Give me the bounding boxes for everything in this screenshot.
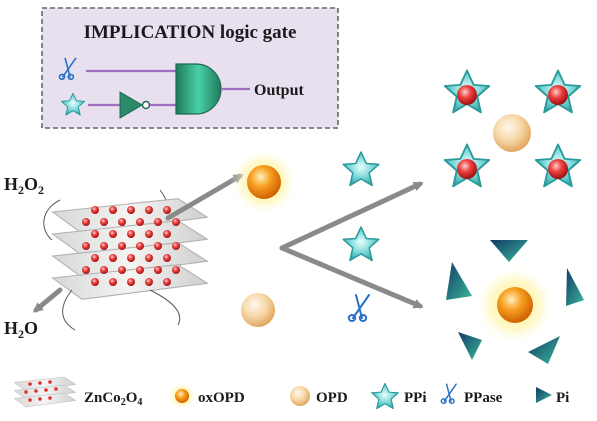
legend-red-bead [38,381,42,385]
star-icon [342,226,380,262]
legend-red-bead [28,398,32,402]
star-red-3 [443,143,491,188]
legend-opd-bead [290,386,310,406]
oxopd-bead [247,165,281,199]
red-bead [145,278,153,286]
opd-bead [493,114,531,152]
and-gate-icon [175,63,222,115]
opd-bead [241,293,275,327]
arrow-lower [279,245,424,309]
upper-product [443,69,582,188]
not-gate-icon [119,91,151,119]
legend: ZnCo2O4 oxOPD OPD PPi PPase Pi [13,376,569,410]
legend-red-bead [28,382,32,386]
red-bead [154,218,162,226]
output-label: Output [254,82,304,99]
legend-oxopd-label: oxOPD [198,390,245,406]
red-bead [118,218,126,226]
red-bead [136,266,144,274]
red-bead [145,206,153,214]
arrow-to-oxopd [165,173,244,221]
reaction-arrows [32,173,424,313]
scissors-icon [347,294,370,322]
red-bead [82,242,90,250]
red-bead [109,230,117,238]
red-bead [172,218,180,226]
red-bead [91,206,99,214]
red-bead [100,218,108,226]
red-bead [82,218,90,226]
legend-red-bead [54,387,58,391]
red-bead [91,254,99,262]
red-bead [136,242,144,250]
oxopd-bead [497,287,533,323]
triangle-icon [458,332,482,360]
red-bead [163,278,171,286]
triangle-icon [566,268,584,306]
red-bead [100,242,108,250]
red-bead [109,278,117,286]
red-bead [91,230,99,238]
gate-box-title: IMPLICATION logic gate [84,22,297,43]
star-icon [342,151,380,187]
star-red-2 [534,69,582,114]
red-bead [145,230,153,238]
h2o-label: H2O [4,318,38,341]
red-bead [118,242,126,250]
red-bead [154,242,162,250]
legend-red-bead [38,397,42,401]
red-bead [163,230,171,238]
red-bead [118,266,126,274]
arrow-to-h2o [32,287,63,313]
star-red-1 [443,69,491,114]
red-bead [136,218,144,226]
triangle-icon [446,262,472,300]
legend-red-bead [24,390,28,394]
star-red-4 [534,143,582,188]
red-bead [109,206,117,214]
h2o2-label: H2O2 [4,174,44,197]
red-bead [154,266,162,274]
red-bead [127,278,135,286]
legend-red-bead [48,380,52,384]
red-bead [172,242,180,250]
red-bead [163,206,171,214]
lower-product [446,240,584,364]
red-bead [172,266,180,274]
legend-ppase-label: PPase [464,390,503,406]
legend-red-bead [48,396,52,400]
legend-red-bead [44,388,48,392]
triangle-icon [536,387,552,403]
scissors-icon [440,383,457,404]
red-bead [82,266,90,274]
red-bead [145,254,153,262]
red-bead [163,254,171,262]
legend-zncoo-label: ZnCo2O4 [84,390,142,408]
red-bead [109,254,117,262]
star-icon [371,382,399,410]
legend-red-bead [34,389,38,393]
red-bead [100,266,108,274]
red-bead [127,230,135,238]
red-bead [127,206,135,214]
legend-ppi-label: PPi [404,390,427,406]
triangle-icon [528,336,560,364]
red-bead [127,254,135,262]
zncoo-nanosheets [43,189,208,331]
logic-gate-box: IMPLICATION logic gate Output [41,7,339,129]
triangle-icon [490,240,528,262]
red-beads [82,206,180,286]
red-bead [91,278,99,286]
legend-opd-label: OPD [316,390,348,406]
legend-oxopd-bead [175,389,189,403]
legend-zncoo [13,376,77,408]
arrow-upper [279,181,424,251]
legend-pi-label: Pi [556,390,569,406]
